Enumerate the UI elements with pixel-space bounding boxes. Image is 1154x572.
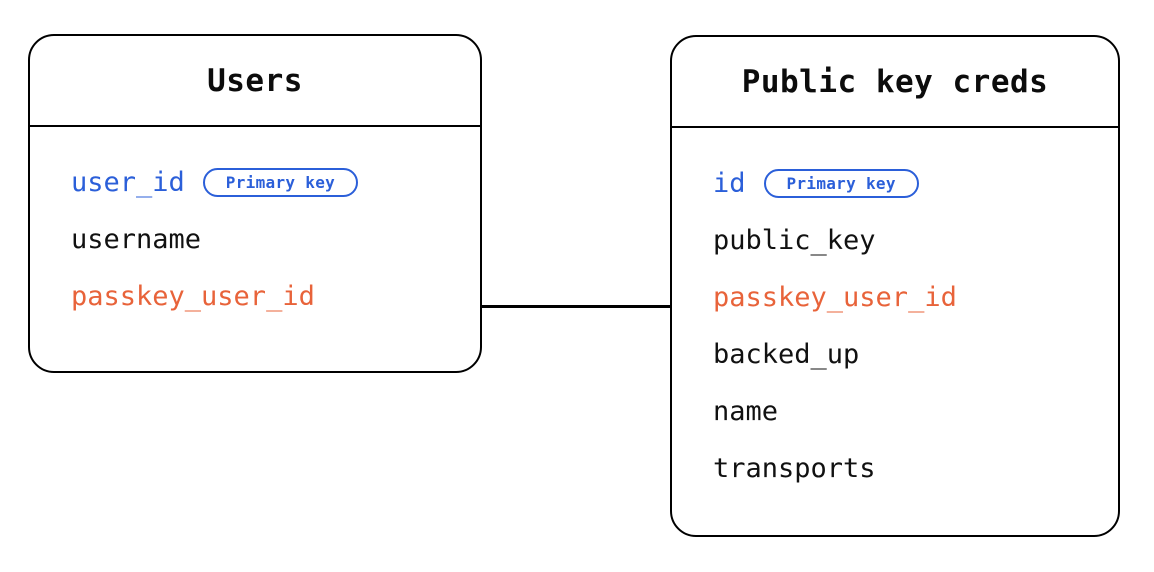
- field-name-id: id: [713, 168, 746, 199]
- field-row-name[interactable]: name: [672, 383, 1118, 440]
- entity-users[interactable]: Users user_id Primary key username passk…: [28, 34, 482, 373]
- entity-users-field-list: user_id Primary key username passkey_use…: [30, 127, 480, 325]
- field-name-backed-up: backed_up: [713, 339, 860, 370]
- field-row-id[interactable]: id Primary key: [672, 155, 1118, 212]
- entity-users-header: Users: [30, 36, 480, 127]
- field-row-user-id[interactable]: user_id Primary key: [30, 154, 480, 211]
- field-row-passkey-user-id[interactable]: passkey_user_id: [672, 269, 1118, 326]
- field-row-backed-up[interactable]: backed_up: [672, 326, 1118, 383]
- primary-key-badge-user-id: Primary key: [202, 168, 359, 197]
- field-name-username: username: [71, 224, 202, 255]
- entity-users-title: Users: [207, 62, 303, 99]
- field-row-username[interactable]: username: [30, 211, 480, 268]
- field-name-transports: transports: [713, 453, 876, 484]
- field-row-transports[interactable]: transports: [672, 440, 1118, 497]
- relationship-connector-users-to-public-key-creds[interactable]: [480, 305, 672, 308]
- primary-key-badge-id: Primary key: [763, 169, 919, 198]
- entity-public-key-creds[interactable]: Public key creds id Primary key public_k…: [670, 35, 1120, 537]
- field-row-public-key[interactable]: public_key: [672, 212, 1118, 269]
- entity-public-key-creds-header: Public key creds: [672, 37, 1118, 128]
- field-name-public-key: public_key: [713, 225, 876, 256]
- field-name-user-id: user_id: [71, 167, 185, 198]
- primary-key-badge-label: Primary key: [786, 173, 896, 193]
- field-row-passkey-user-id[interactable]: passkey_user_id: [30, 268, 480, 325]
- entity-public-key-creds-title: Public key creds: [741, 63, 1049, 100]
- field-name-name: name: [713, 396, 779, 427]
- primary-key-badge-label: Primary key: [225, 172, 336, 192]
- entity-public-key-creds-field-list: id Primary key public_key passkey_user_i…: [672, 128, 1118, 497]
- field-name-passkey-user-id: passkey_user_id: [713, 282, 957, 313]
- field-name-passkey-user-id: passkey_user_id: [71, 281, 315, 312]
